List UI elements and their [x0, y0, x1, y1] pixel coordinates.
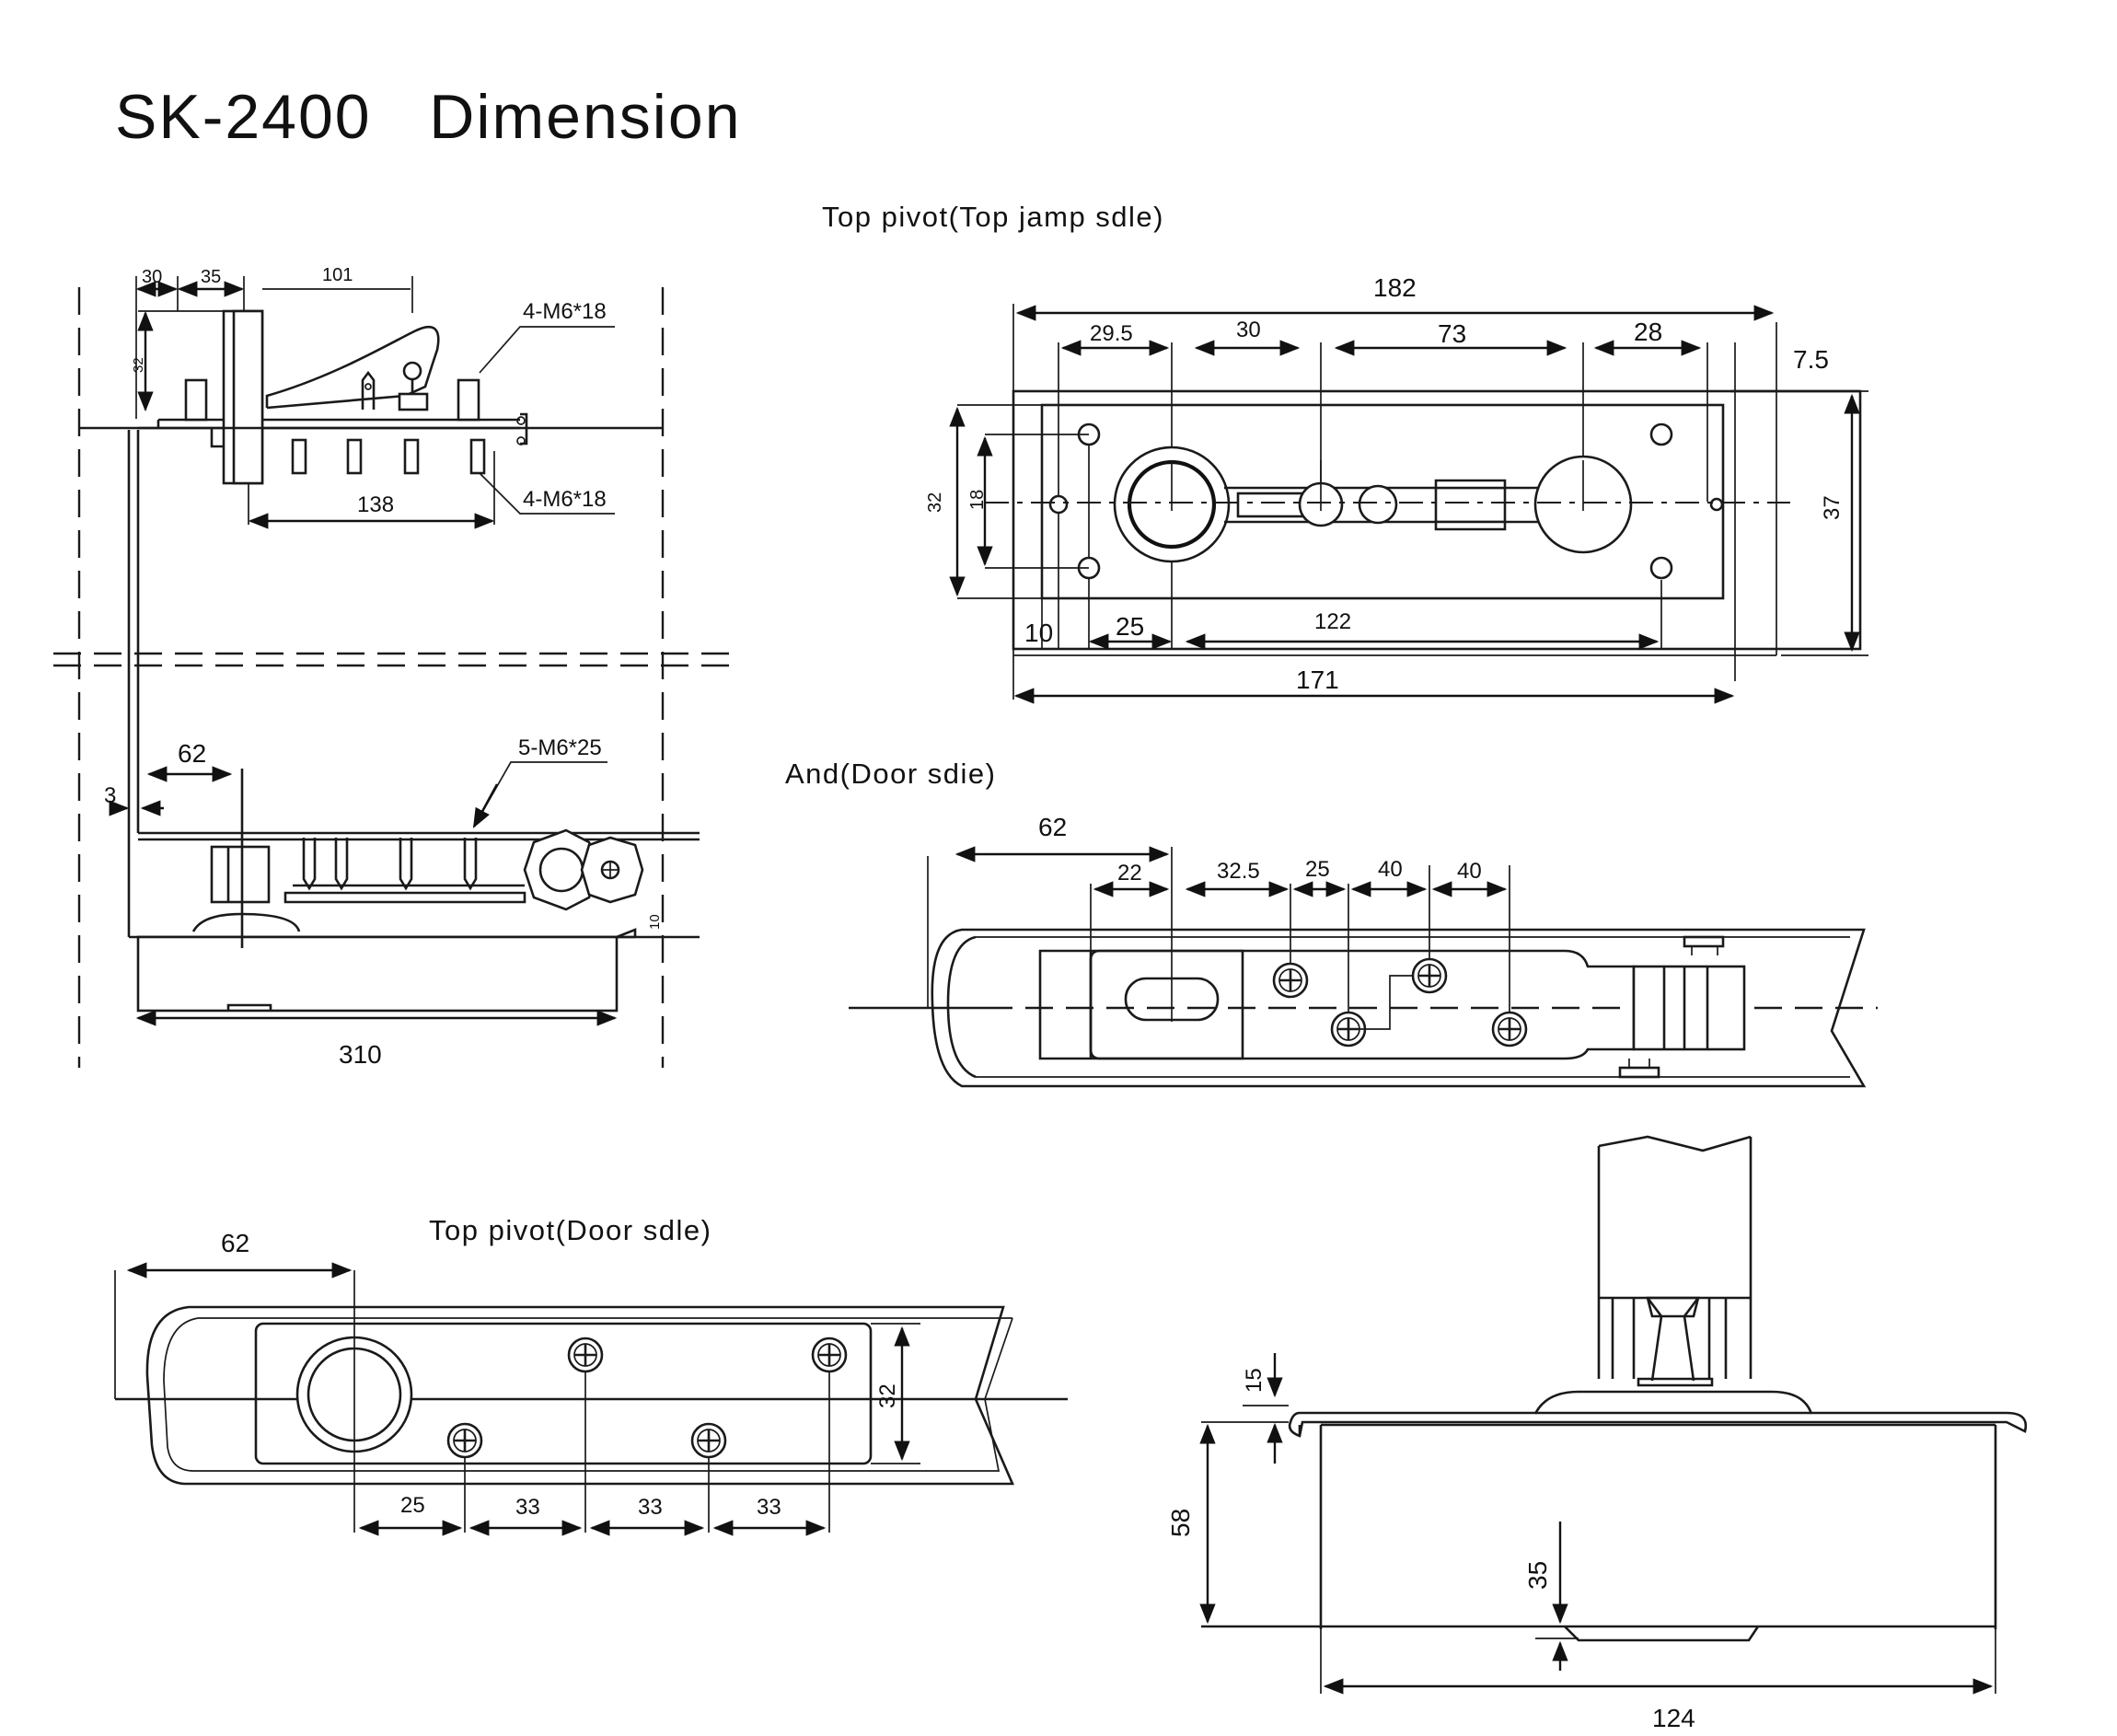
screw-callout-5: 5-M6*25 [518, 735, 602, 760]
door-dim-32-5: 32.5 [1217, 859, 1260, 884]
jamb-dim-h37: 37 [1820, 495, 1845, 520]
jamb-dim-h32: 32 [925, 492, 945, 513]
pivot-dim-62: 62 [221, 1229, 249, 1257]
screw-callout-top: 4-M6*18 [523, 299, 607, 324]
pivot-dim-33c: 33 [757, 1495, 781, 1520]
jamb-dim-73: 73 [1438, 319, 1466, 348]
door-pivot-screw [446, 1422, 483, 1459]
door-dim-40b: 40 [1457, 859, 1482, 884]
door-dim-40a: 40 [1378, 857, 1403, 882]
caption-door-side: And(Door sdie) [785, 758, 996, 790]
door-side-screw [1272, 962, 1309, 999]
door-pivot-screw [811, 1337, 848, 1373]
elevation-view: 30 35 101 32 4-M6*18 4-M6*18 138 310 [53, 265, 732, 1069]
door-pivot-screw [690, 1422, 727, 1459]
elev-dim-30: 30 [142, 267, 162, 287]
jamb-dim-28: 28 [1634, 318, 1662, 346]
jamb-dim-29-5: 29.5 [1090, 321, 1133, 346]
jamb-dim-171: 171 [1296, 665, 1339, 694]
floor-section-view: 15 58 35 124 [1166, 1135, 2028, 1732]
caption-top-pivot-door: Top pivot(Door sdle) [429, 1214, 711, 1246]
jamb-dim-30: 30 [1236, 318, 1261, 342]
elev-dim-10: 10 [647, 914, 663, 930]
pivot-dim-33b: 33 [638, 1495, 663, 1520]
page-title: SK-2400 Dimension [115, 82, 742, 152]
door-pivot-view: 62 32 25 33 33 33 [114, 1229, 1068, 1536]
elev-dim-138: 138 [357, 492, 394, 517]
section-dim-15: 15 [1242, 1368, 1267, 1393]
elev-dim-101: 101 [322, 265, 353, 285]
door-side-screw [1411, 957, 1448, 994]
elev-dim-310: 310 [339, 1040, 382, 1069]
pivot-dim-25: 25 [400, 1493, 425, 1518]
elev-dim-35: 35 [201, 267, 221, 287]
pivot-dim-33a: 33 [515, 1495, 540, 1520]
door-side-screw [1491, 1011, 1528, 1047]
jamb-dim-182: 182 [1373, 273, 1417, 302]
jamb-dim-h18: 18 [967, 490, 988, 510]
door-pivot-screw [567, 1337, 604, 1373]
elev-dim-62: 62 [178, 739, 206, 768]
caption-top-jamb: Top pivot(Top jamp sdle) [822, 201, 1164, 233]
section-dim-35: 35 [1523, 1561, 1552, 1590]
door-dim-62: 62 [1038, 813, 1067, 841]
door-dim-22: 22 [1117, 861, 1142, 885]
door-dim-25: 25 [1305, 857, 1330, 882]
jamb-dim-10: 10 [1024, 619, 1053, 647]
section-dim-124: 124 [1652, 1704, 1695, 1732]
jamb-plate-view: 182 29.5 30 73 28 7.5 32 18 37 10 25 122… [925, 273, 1868, 704]
jamb-dim-122: 122 [1314, 609, 1351, 634]
elev-dim-3: 3 [104, 783, 116, 808]
jamb-dim-25: 25 [1116, 612, 1144, 641]
door-side-view: 62 22 32.5 25 40 40 [849, 813, 1878, 1088]
section-dim-58: 58 [1166, 1509, 1195, 1537]
jamb-dim-7-5: 7.5 [1793, 345, 1829, 374]
elev-dim-32: 32 [131, 357, 146, 373]
pivot-dim-32: 32 [875, 1383, 900, 1408]
screw-callout-bottom: 4-M6*18 [523, 487, 607, 512]
